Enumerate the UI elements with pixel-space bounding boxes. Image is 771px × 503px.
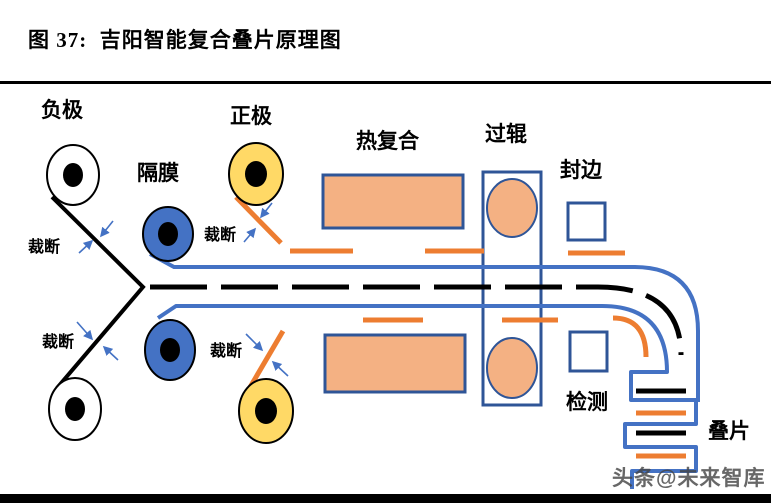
label-separator: 隔膜: [137, 162, 179, 185]
lamination-block-bottom: [323, 333, 467, 394]
label-negative-electrode: 负极: [41, 99, 83, 122]
watermark: 头条@未来智库: [612, 467, 766, 490]
cut-arrows: [76, 202, 289, 377]
label-positive-electrode: 正极: [230, 105, 272, 128]
roller-top: [486, 178, 538, 238]
positive-roll-top: [228, 142, 284, 206]
label-stacking: 叠片: [708, 420, 750, 443]
negative-roll-bottom: [48, 377, 102, 441]
label-cut-negative-top: 裁断: [28, 239, 61, 256]
negative-roll-top: [46, 144, 100, 206]
separator-roll-top: [142, 206, 194, 262]
sealing-box-bottom: [568, 330, 609, 373]
stacked-negative-pieces: [636, 388, 686, 436]
negative-web-converge: [50, 195, 146, 390]
label-edge-sealing: 封边: [560, 159, 602, 182]
title-divider: [0, 81, 771, 84]
label-cut-positive-bottom: 裁断: [210, 343, 243, 360]
separator-roll-bottom: [144, 319, 196, 381]
label-inspection: 检测: [566, 391, 608, 414]
label-cut-negative-bottom: 裁断: [42, 334, 75, 351]
roller-bottom: [486, 337, 538, 399]
label-thermal-lamination: 热复合: [356, 130, 419, 153]
positive-electrode-pieces: [234, 195, 686, 459]
separator-web-top: [149, 252, 700, 402]
separator-web-bottom-serpentine: [156, 304, 698, 489]
figure-title: 图 37: 吉阳智能复合叠片原理图: [28, 28, 342, 52]
positive-roll-bottom: [238, 378, 294, 444]
negative-web-dashed: [150, 284, 684, 356]
lamination-block-top: [321, 173, 465, 230]
sealing-box-top: [566, 201, 607, 242]
label-roller: 过辊: [485, 123, 527, 146]
label-cut-positive-top: 裁断: [204, 227, 237, 244]
bottom-bar: [0, 494, 771, 503]
